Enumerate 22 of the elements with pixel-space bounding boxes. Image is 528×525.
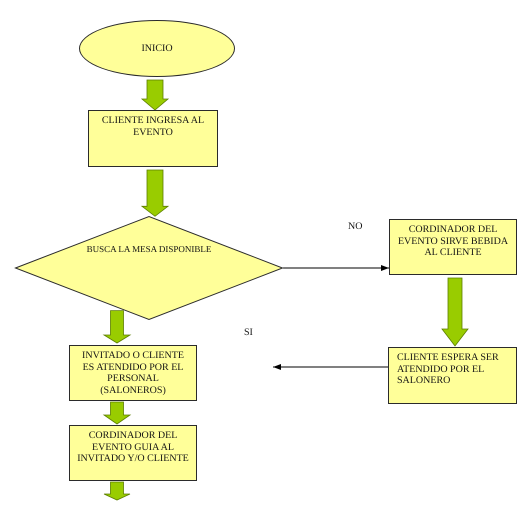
terminal-text: INICIO: [141, 42, 173, 54]
process-box: [388, 347, 517, 404]
process-box: [389, 219, 517, 275]
process-box: [69, 425, 197, 481]
step-text: INVITADO O CLIENTE ES ATENDIDO POR EL PERSONAL (SALONEROS): [81, 350, 185, 396]
branch-label: SI: [244, 327, 253, 339]
step-text: CLIENTE ESPERA SER ATENDIDO POR EL SALONERO: [397, 352, 500, 387]
step-text: CLIENTE INGRESA AL EVENTO: [100, 115, 206, 138]
block-arrow: [102, 402, 132, 424]
step-text: CORDINADOR DEL EVENTO GUIA AL INVITADO Y/O CLIENTE: [76, 430, 190, 465]
arrow: [282, 265, 390, 271]
branch-label: NO: [348, 221, 362, 233]
arrow: [272, 364, 388, 370]
block-arrow: [104, 482, 130, 500]
process-box: [69, 345, 197, 401]
block-arrow: [102, 310, 132, 344]
process-box: [88, 110, 218, 167]
block-arrow: [441, 278, 469, 347]
block-arrow: [140, 80, 170, 111]
step-text: CORDINADOR DEL EVENTO SIRVE BEBIDA AL CLIENTE: [396, 224, 510, 259]
block-arrow: [140, 170, 170, 217]
decision-text: BUSCA LA MESA DISPONIBLE: [86, 244, 212, 256]
